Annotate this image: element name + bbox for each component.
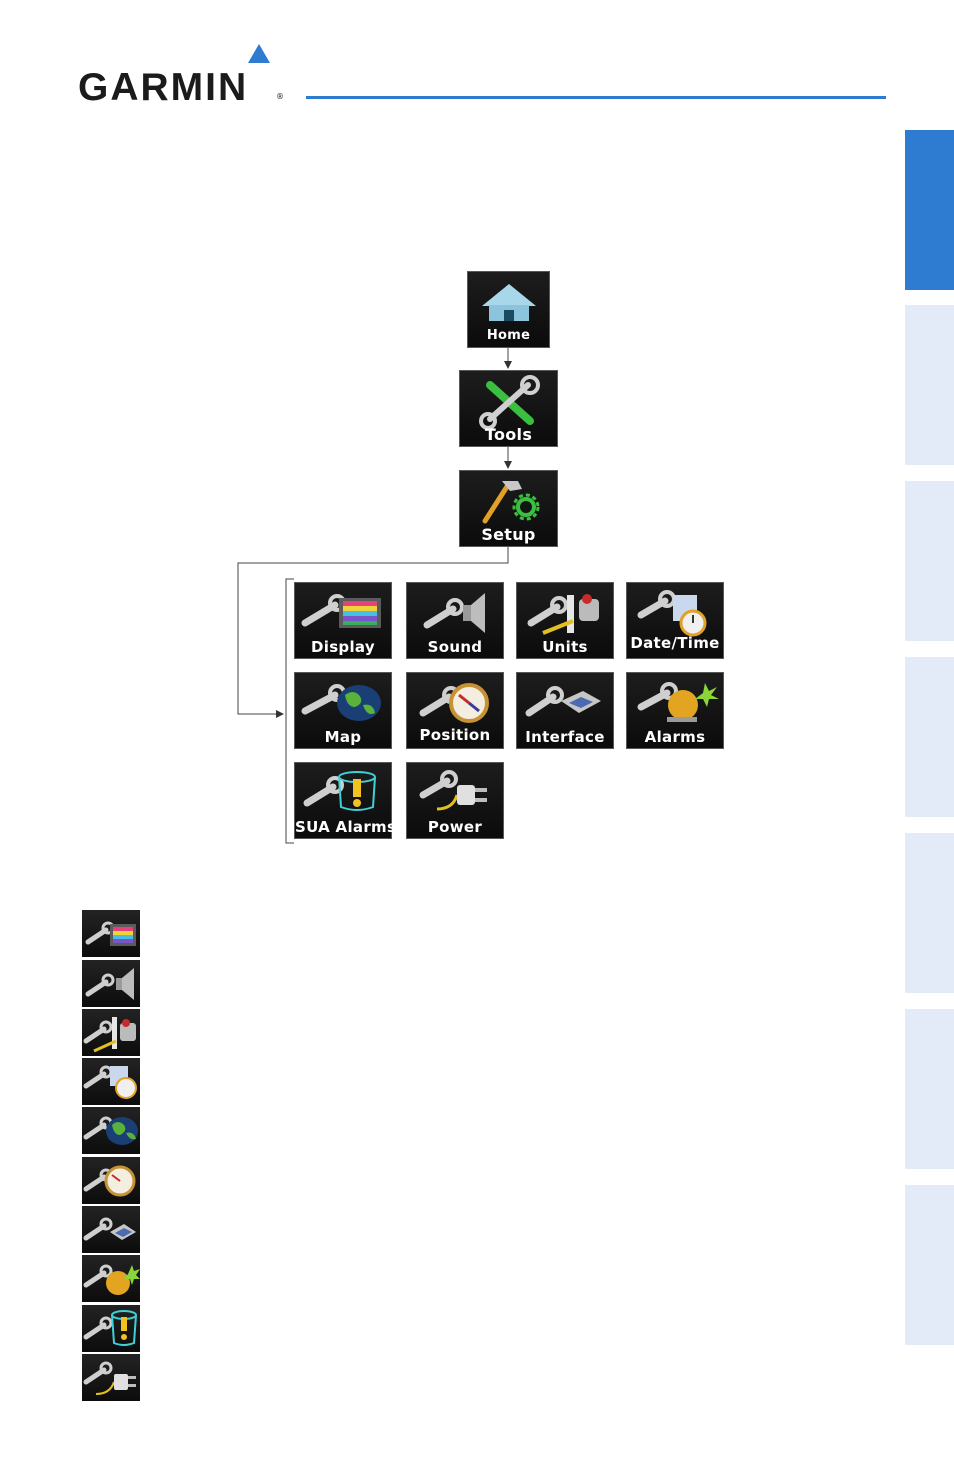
side-tab-3[interactable] <box>905 481 954 641</box>
setup-button[interactable]: Setup <box>459 470 558 547</box>
legend-date-time-icon <box>82 1058 140 1105</box>
date-time-button[interactable]: Date/Time <box>626 582 724 659</box>
sua-alarms-icon <box>295 763 393 823</box>
side-tab-4[interactable] <box>905 657 954 817</box>
alarms-button[interactable]: Alarms <box>626 672 724 749</box>
alarms-label: Alarms <box>627 728 723 746</box>
sound-label: Sound <box>407 638 503 656</box>
home-button[interactable]: Home <box>467 271 550 348</box>
date-time-label: Date/Time <box>627 634 723 652</box>
tools-icon <box>460 371 559 431</box>
position-icon <box>407 673 505 733</box>
tools-button[interactable]: Tools <box>459 370 558 447</box>
side-tab-6[interactable] <box>905 1009 954 1169</box>
sound-button[interactable]: Sound <box>406 582 504 659</box>
units-icon <box>517 583 615 643</box>
logo-registered-mark: ® <box>276 92 284 101</box>
logo-triangle-icon <box>248 44 270 63</box>
garmin-logo: GARMIN ® <box>78 44 288 104</box>
interface-icon <box>517 673 615 733</box>
position-label: Position <box>407 726 503 744</box>
legend-units-icon <box>82 1009 140 1056</box>
legend-sua-alarms-icon <box>82 1305 140 1352</box>
display-button[interactable]: Display <box>294 582 392 659</box>
power-button[interactable]: Power <box>406 762 504 839</box>
side-tab-1[interactable] <box>905 130 954 290</box>
map-icon <box>295 673 393 733</box>
side-tab-7[interactable] <box>905 1185 954 1345</box>
legend-alarms-icon <box>82 1255 140 1302</box>
tools-label: Tools <box>460 425 557 444</box>
display-icon <box>295 583 393 643</box>
alarms-icon <box>627 673 725 733</box>
power-icon <box>407 763 505 823</box>
map-label: Map <box>295 728 391 746</box>
power-label: Power <box>407 818 503 836</box>
setup-icon <box>460 471 559 531</box>
position-button[interactable]: Position <box>406 672 504 749</box>
legend-display-icon <box>82 910 140 957</box>
legend-power-icon <box>82 1354 140 1401</box>
sua-alarms-button[interactable]: SUA Alarms <box>294 762 392 839</box>
legend-sound-icon <box>82 960 140 1007</box>
legend-interface-icon <box>82 1206 140 1253</box>
units-button[interactable]: Units <box>516 582 614 659</box>
setup-label: Setup <box>460 525 557 544</box>
home-icon <box>468 272 551 332</box>
header-rule <box>306 96 886 99</box>
map-button[interactable]: Map <box>294 672 392 749</box>
legend-map-icon <box>82 1107 140 1154</box>
units-label: Units <box>517 638 613 656</box>
logo-text: GARMIN <box>78 66 248 110</box>
side-tab-5[interactable] <box>905 833 954 993</box>
sound-icon <box>407 583 505 643</box>
legend-position-icon <box>82 1157 140 1204</box>
side-tab-2[interactable] <box>905 305 954 465</box>
interface-button[interactable]: Interface <box>516 672 614 749</box>
interface-label: Interface <box>517 728 613 746</box>
home-label: Home <box>468 328 549 343</box>
display-label: Display <box>295 638 391 656</box>
sua-alarms-label: SUA Alarms <box>295 818 391 836</box>
